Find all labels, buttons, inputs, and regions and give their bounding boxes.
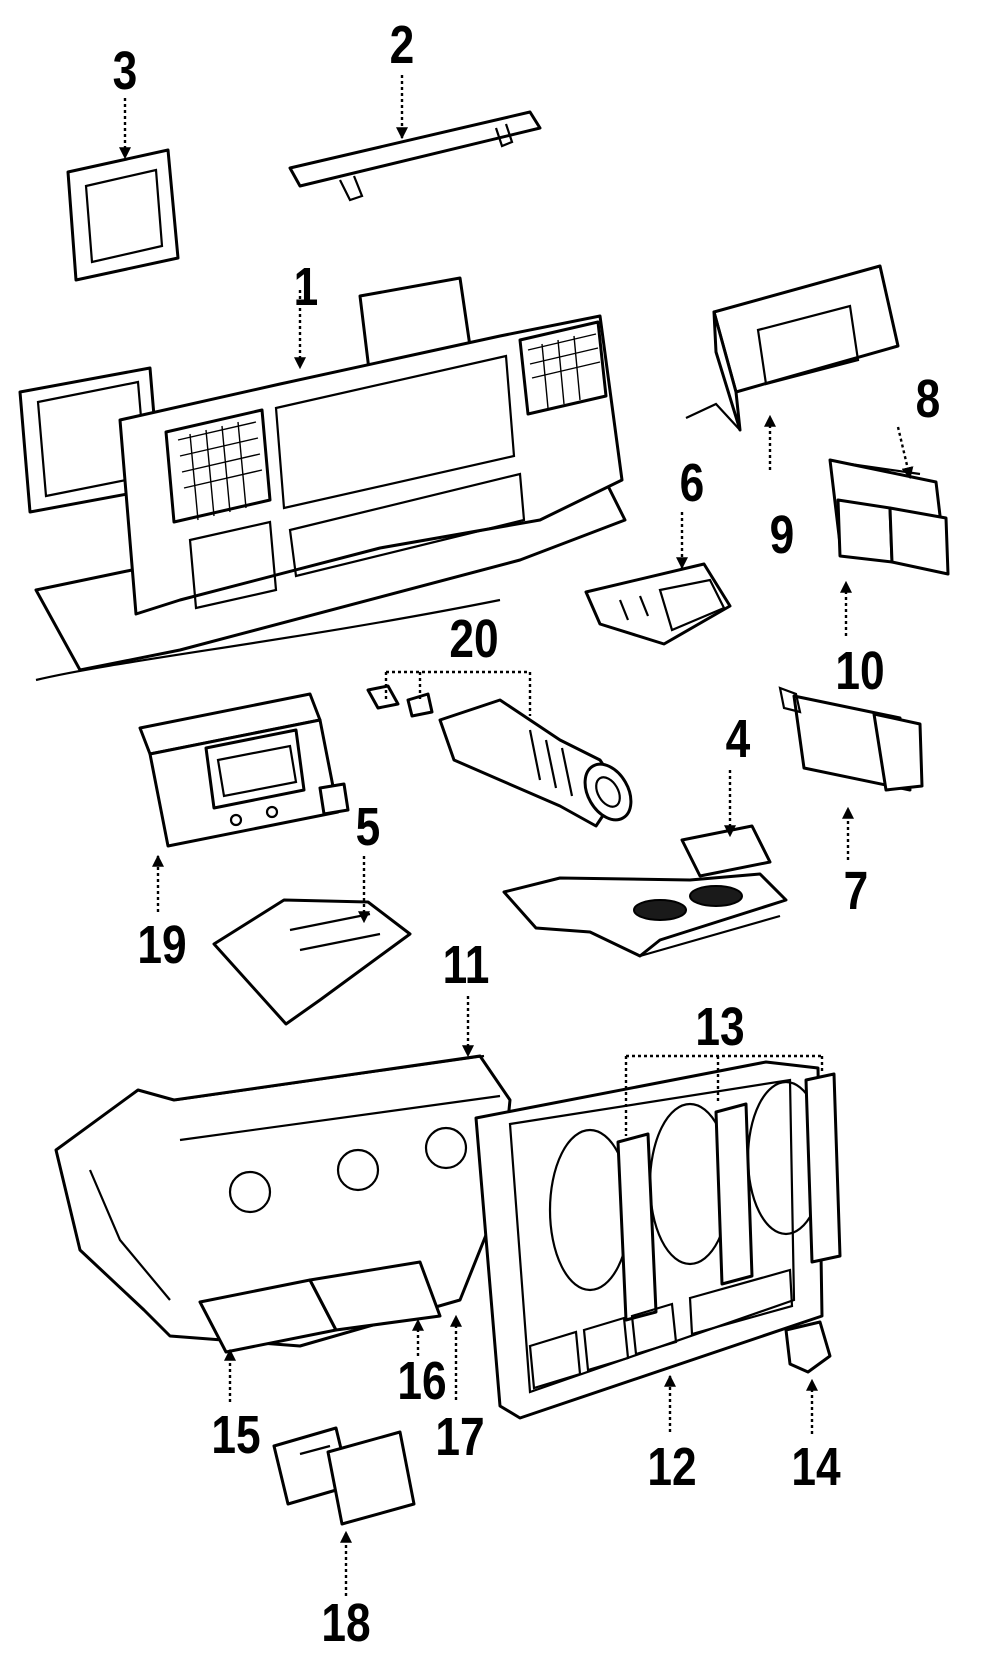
callout-7: 7 — [843, 861, 869, 921]
part-4-cup-holder — [502, 770, 788, 958]
callout-10: 10 — [835, 641, 885, 701]
callout-1: 1 — [293, 257, 319, 317]
part-9-vent-housing — [685, 264, 900, 470]
callout-2: 2 — [389, 15, 415, 75]
callout-6: 6 — [679, 453, 705, 513]
callout-14: 14 — [791, 1437, 841, 1497]
callout-12: 12 — [647, 1437, 697, 1497]
part-7-switch — [778, 686, 924, 860]
callout-3: 3 — [112, 41, 138, 101]
callout-17: 17 — [435, 1407, 485, 1467]
part-19-radio — [138, 692, 350, 912]
callout-13: 13 — [695, 997, 745, 1057]
part-2-trim-strip — [288, 75, 542, 202]
part-20-cigar-lighter — [366, 670, 633, 828]
part-8-10-switch-assembly — [828, 426, 950, 636]
callout-11: 11 — [442, 935, 490, 995]
part-18-switch — [272, 1426, 416, 1596]
part-12-control-panel — [474, 1054, 842, 1432]
part-5-ash-tray — [212, 856, 412, 1026]
callout-15: 15 — [211, 1405, 261, 1465]
part-11-control-chassis — [54, 996, 512, 1402]
callout-9: 9 — [769, 505, 795, 565]
callout-4: 4 — [725, 709, 751, 769]
callout-8: 8 — [915, 369, 941, 429]
callout-20: 20 — [449, 609, 499, 669]
callout-5: 5 — [355, 797, 381, 857]
callout-18: 18 — [321, 1593, 371, 1653]
callout-19: 19 — [137, 915, 187, 975]
part-14-knob — [784, 1320, 832, 1434]
part-1-instrument-panel — [18, 276, 627, 682]
part-6-vent — [584, 512, 732, 646]
callout-16: 16 — [397, 1351, 447, 1411]
part-3-vent-bezel — [66, 98, 180, 282]
